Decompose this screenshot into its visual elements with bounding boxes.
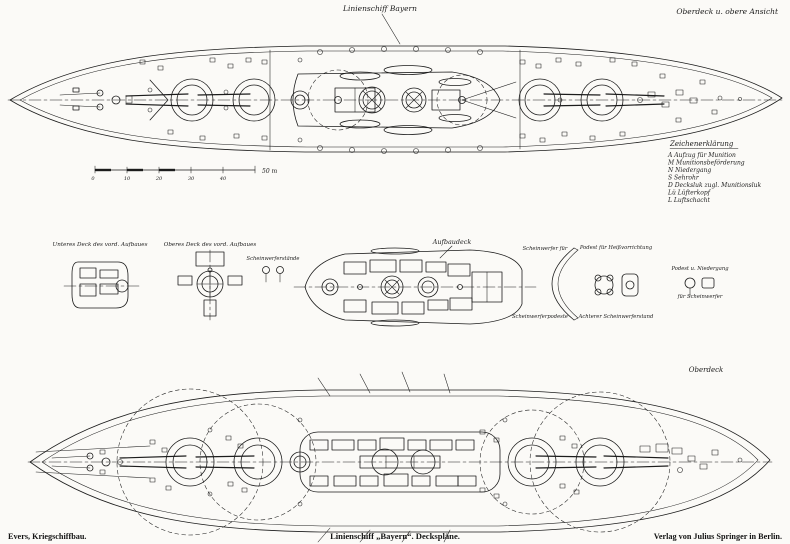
label-podeste-links: Scheinwerferpodeste [512,314,568,320]
label-podest-heiss: Podest für Heißvorrichtung [579,245,653,251]
middle-detail-plans [63,245,715,327]
legend-item: D Decksluk zugl. Munitionsluk [667,182,762,189]
scale-tick-2: 20 [155,176,163,182]
scale-tick-4: 40 [219,176,227,182]
turret-arc [479,409,585,515]
label-fuer-scheinwerfer: für Scheinwerfer [677,294,723,300]
turret-b [197,78,276,122]
plan-podest-niedergang [684,277,715,297]
hull-outline [29,389,771,533]
deck-fittings [125,57,742,143]
top-right-plan-label: Oberdeck u. obere Ansicht [676,7,779,16]
turret-c [518,78,601,122]
breakwater [149,79,169,121]
bow-capstans [59,87,121,111]
scale-tick-3: 30 [188,176,195,182]
label-scheinwerfer-staende: Scheinwerferstände [247,256,300,262]
footer-left: Evers, Kriegschiffbau. [8,532,86,541]
hull-outline [9,45,783,153]
scale-unit-label: 50 m [262,168,278,175]
aft-funnel [401,87,427,113]
casemate-guns [317,371,451,543]
turret-a [125,78,214,122]
bottom-deck-plan [27,371,773,543]
turret-d [580,78,665,122]
turret-c [507,437,597,487]
ships-boats [339,65,472,135]
legend-item: Lü Lüfterkopf [667,190,712,197]
plan-aufbaudeck [293,245,537,327]
top-deck-plan [7,13,785,154]
legend-title: Zeichenerklärung [669,140,734,148]
legend-item: A Aufzug für Munition [667,152,736,159]
turret-arc [116,388,264,536]
bow-capstans [51,452,111,472]
turret-arc [199,403,317,521]
plan-bow-bracket [551,247,579,321]
label-podeste-rechts: Achterer Scheinwerferstand [578,314,654,320]
legend: Zeichenerklärung A Aufzug für Munition M… [667,140,762,204]
plan-scheinwerfer-staende [262,266,284,283]
deck-fittings [99,417,743,507]
casemate-guns [317,46,483,154]
label-podest-niedergang: Podest u. Niedergang [670,266,729,272]
bottom-plan-label: Oberdeck [689,366,724,374]
scale-tick-0: 0 [91,176,95,182]
captions: Linienschiff Bayern Oberdeck u. obere An… [8,4,782,541]
scale-tick-1: 10 [124,176,131,182]
turret-d [575,437,669,487]
label-aufbaudeck: Aufbaudeck [432,238,472,246]
footer-center: Linienschiff „Bayern“. Deckspläne. [330,531,460,541]
conning-tower [290,90,310,110]
plan-oberes-deck [177,249,243,321]
hull-inner-line [19,50,773,148]
label-oberes-deck: Oberes Deck des vord. Aufbaues [164,242,257,248]
label-unteres-deck: Unteres Deck des vord. Aufbaues [53,242,148,248]
legend-item: S Sehrohr [668,175,700,182]
superstructure-outline [292,71,501,129]
superstructure-rooms [289,431,501,493]
label-scheinwerfer-fuer: Scheinwerfer für [523,246,568,252]
turret-arc [529,391,671,533]
scale-bar: 0 10 20 30 40 50 m [91,165,278,182]
legend-item: M Munitionsbeförderung [667,160,745,167]
footer-right: Verlag von Julius Springer in Berlin. [654,532,782,541]
main-mast [436,74,517,126]
fore-mast [307,69,369,131]
legend-item: L Luftschacht [667,197,710,204]
legend-item: N Niedergang [667,167,711,174]
hull-inner-line [41,395,759,527]
turret-a [119,437,215,487]
page-title: Linienschiff Bayern [342,4,417,13]
plan-podest-heiss [594,273,639,297]
plan-unteres-deck [63,261,143,309]
conning-tower [289,451,311,473]
turret-b [195,437,283,487]
fore-funnel [358,86,386,114]
